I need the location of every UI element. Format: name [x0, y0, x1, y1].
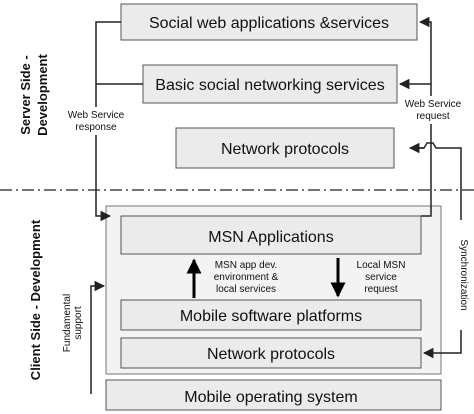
basic-social-networking-label: Basic social networking services: [155, 77, 384, 94]
client-side-label: Client Side - Development: [28, 219, 43, 380]
msn-app-dev-text-2: environment &: [214, 272, 279, 283]
basic-social-networking-box: [142, 64, 398, 104]
web-service-response-bg: [62, 107, 132, 135]
web-service-request-bg: [398, 96, 470, 124]
synchronization-label: Synchronization: [458, 239, 469, 310]
web-service-response-text-2: response: [75, 122, 117, 133]
mobile-software-platforms-box: [120, 299, 422, 331]
fundamental-support-text-2: support: [73, 306, 84, 340]
local-msn-text: Local MSN: [357, 260, 406, 271]
social-web-apps-box: [120, 3, 418, 41]
web-service-request-text: Web Service: [405, 99, 462, 110]
social-web-apps-label: Social web applications &services: [149, 15, 389, 32]
web-service-request-text-2: request: [416, 111, 450, 122]
fundamental-support-arrow: [90, 280, 106, 394]
server-network-protocols-label: Network protocols: [221, 141, 349, 158]
synchronization-bg: [452, 220, 470, 330]
msn-applications-box: [120, 215, 422, 255]
web-service-response-text: Web Service: [68, 110, 125, 121]
server-network-protocols-box: [175, 127, 395, 169]
server-side-label: Server Side -: [18, 55, 33, 135]
local-msn-text-2: service: [365, 272, 397, 283]
local-msn-text-3: request: [364, 284, 398, 295]
msn-app-dev-text-3: local services: [216, 284, 276, 295]
server-side-label-2: Development: [35, 54, 50, 136]
mobile-operating-system-box: [105, 379, 442, 411]
msn-app-dev-text: MSN app dev.: [215, 260, 278, 271]
mobile-operating-system-label: Mobile operating system: [184, 389, 357, 406]
mobile-software-platforms-label: Mobile software platforms: [180, 308, 362, 325]
client-network-protocols-label: Network protocols: [207, 346, 335, 363]
fundamental-support-text: Fundamental: [62, 294, 73, 352]
msn-applications-label: MSN Applications: [208, 229, 333, 246]
client-network-protocols-box: [120, 337, 422, 369]
